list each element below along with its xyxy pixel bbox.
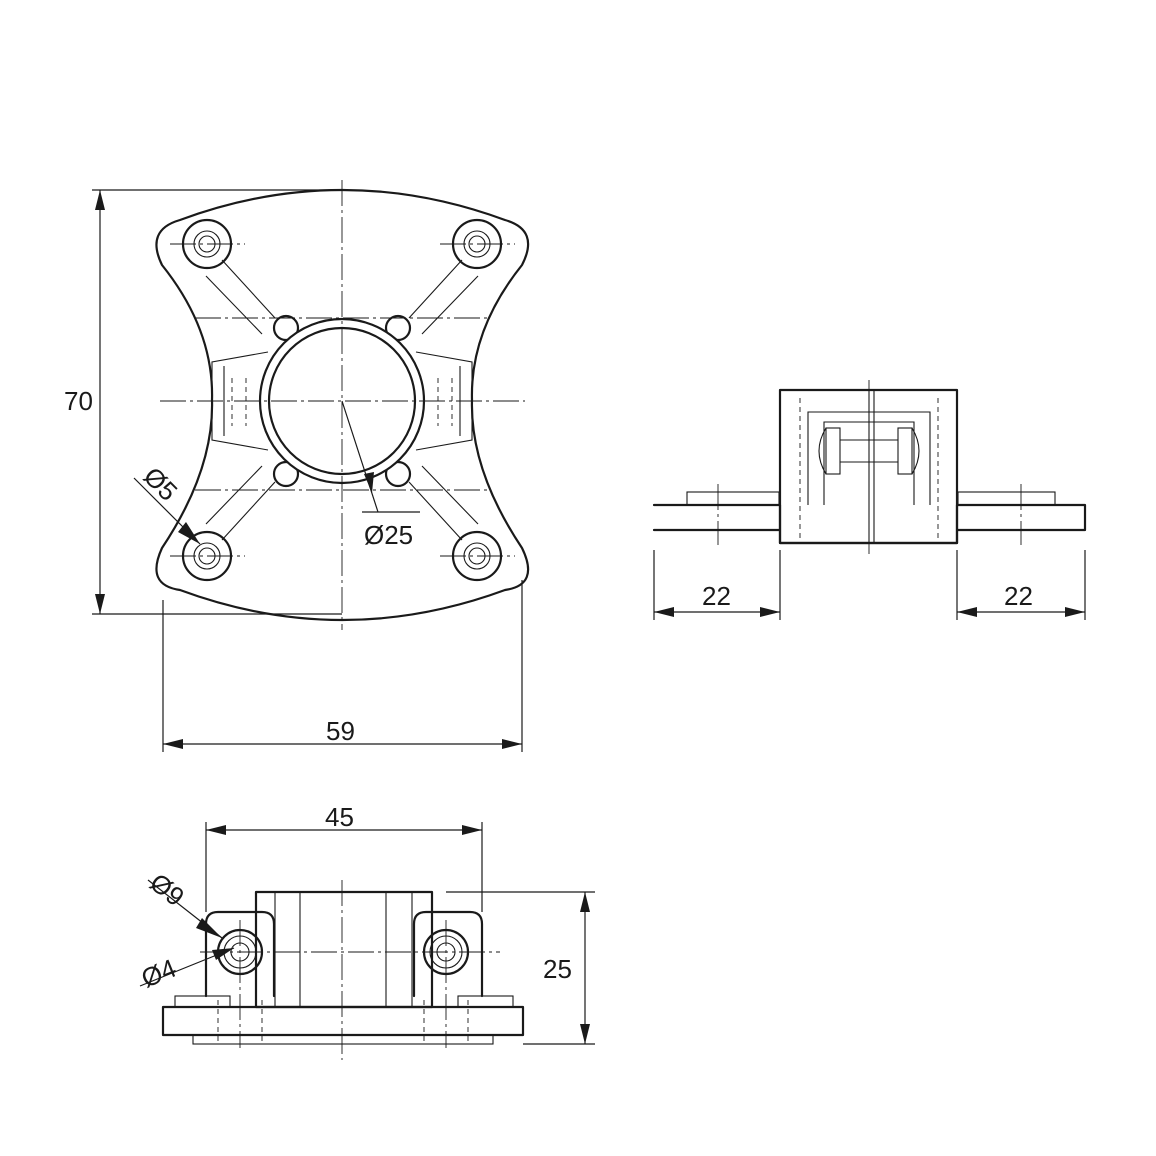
front-view-left-lug (204, 910, 276, 998)
flange-22-right-label: 22 (1004, 581, 1033, 611)
bore-25-label: Ø25 (364, 520, 413, 550)
front-view-right-lug (412, 910, 484, 998)
bore-25-leader (341, 400, 420, 513)
dimension-70 (92, 189, 342, 615)
hole-4-leader (139, 947, 235, 987)
height-70-label: 70 (64, 386, 93, 416)
side-view: 22 22 (652, 380, 1087, 620)
width-59-label: 59 (326, 716, 355, 746)
front-view: 45 25 Ø9 Ø4 (137, 802, 595, 1060)
hole-4-label: Ø4 (137, 953, 180, 994)
flange-22-left-label: 22 (702, 581, 731, 611)
dimension-25 (446, 891, 595, 1045)
span-45-label: 45 (325, 802, 354, 832)
front-view-center-body (254, 890, 434, 1009)
dimension-59 (162, 580, 523, 752)
ribs (205, 259, 479, 541)
counterbore-9-leader (147, 879, 223, 939)
height-25-label: 25 (543, 954, 572, 984)
top-view: 70 59 Ø5 Ø25 (64, 180, 530, 752)
hole-5-label: Ø5 (138, 461, 184, 507)
counterbore-9-label: Ø9 (144, 867, 190, 912)
dimension-45 (205, 822, 483, 912)
front-view-base-plate (161, 1005, 525, 1037)
dimension-22-right (956, 550, 1086, 620)
hole-5-leader (133, 477, 201, 545)
dimension-22-left (653, 550, 781, 620)
